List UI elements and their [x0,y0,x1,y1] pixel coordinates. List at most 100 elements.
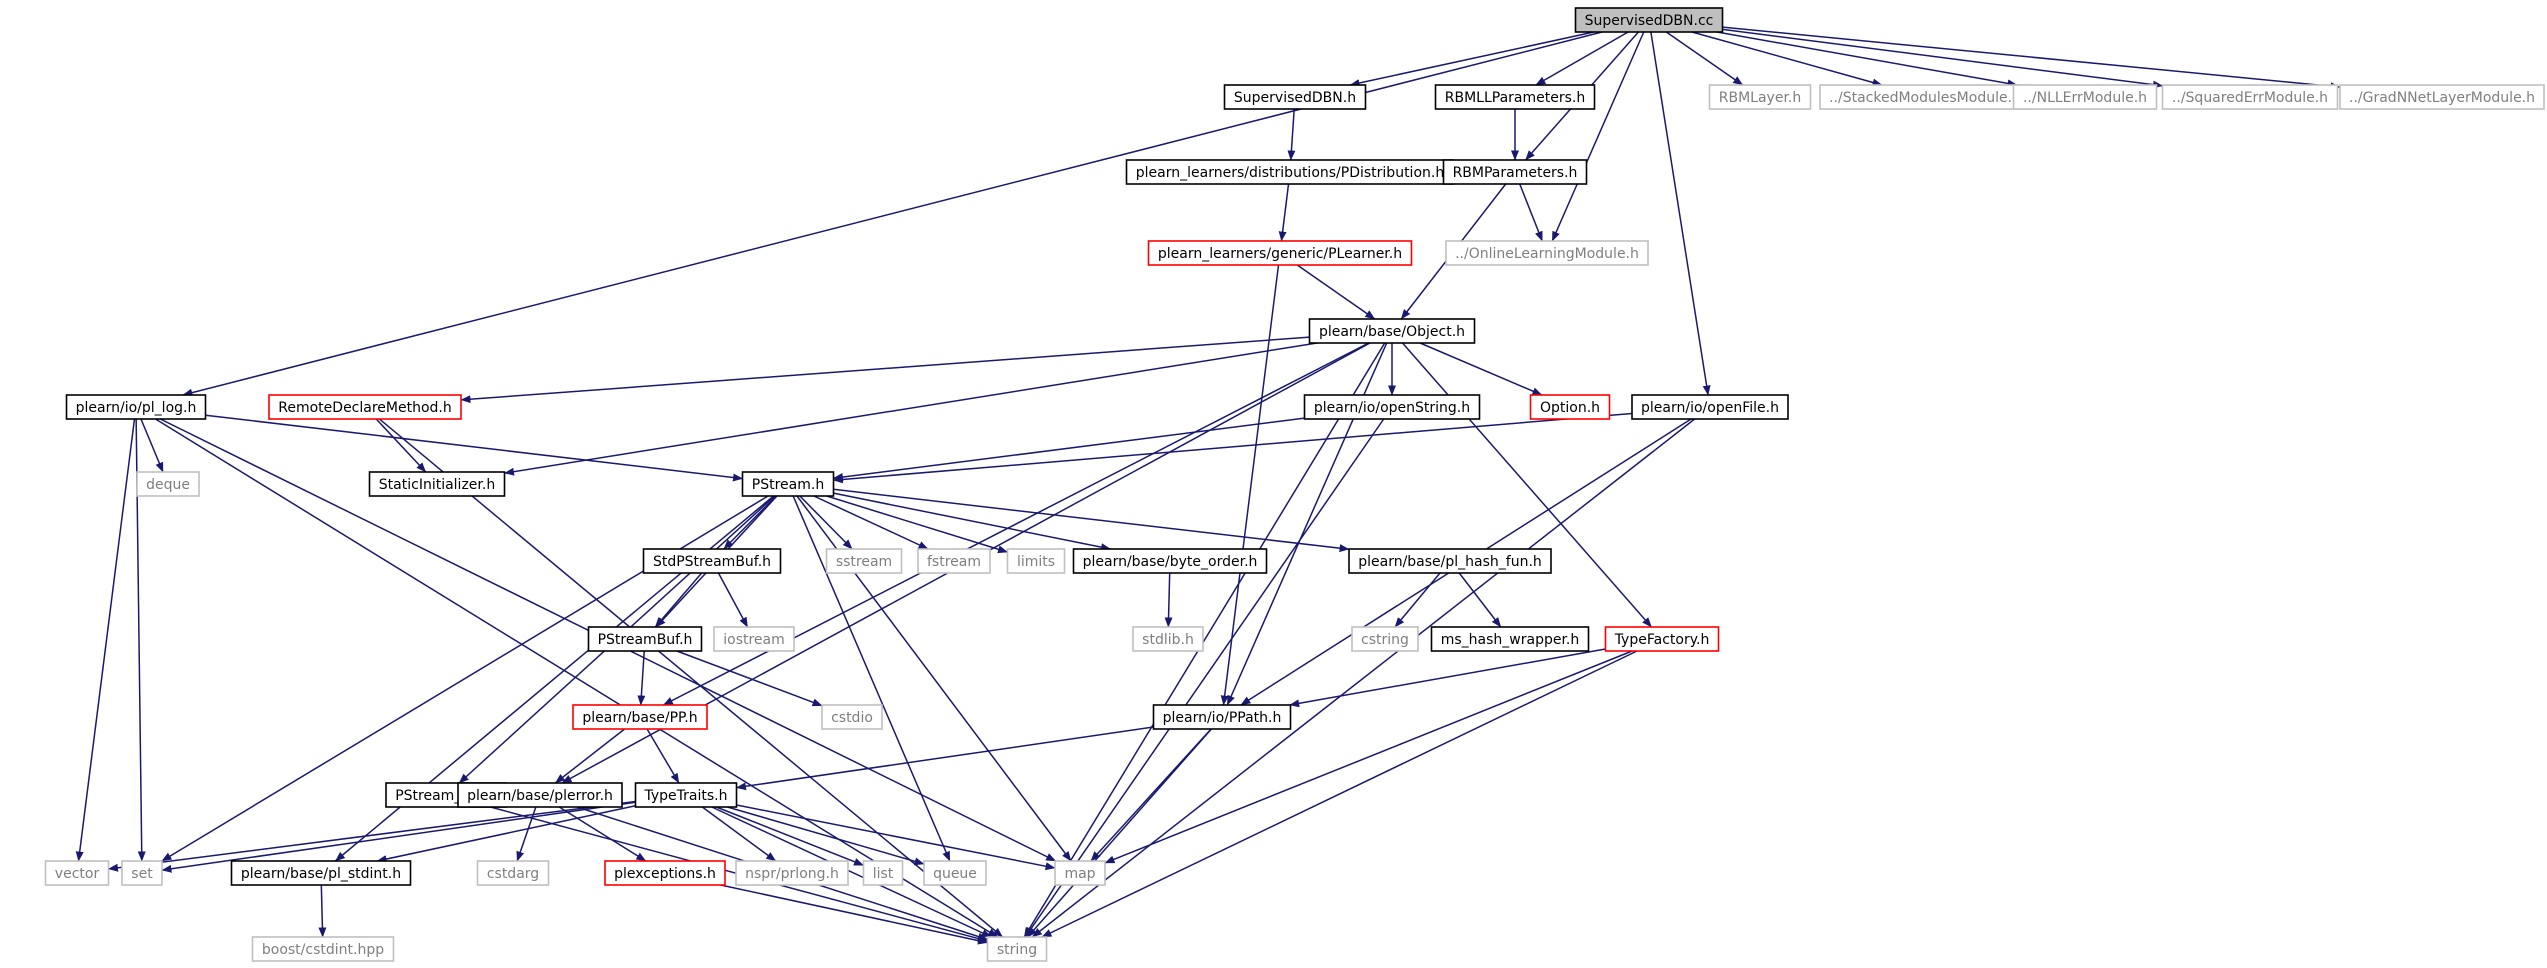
node-label-sqerr: ../SquaredErrModule.h [2172,90,2328,106]
node-box-map [1054,860,1106,886]
node-fstream[interactable]: fstream [917,548,991,574]
node-boost[interactable]: boost/cstdint.hpp [251,936,395,962]
node-pp[interactable]: plearn/base/PP.h [572,704,708,730]
node-openstring[interactable]: plearn/io/openString.h [1303,394,1481,420]
node-cstdio[interactable]: cstdio [821,704,883,730]
node-box-sqerr [2161,84,2339,110]
edge-object-to-ppath [1226,342,1388,706]
edge-plearner-to-ppath [1220,264,1280,706]
node-box-cstdio [821,704,883,730]
node-cstdarg[interactable]: cstdarg [476,860,550,886]
node-rbmll[interactable]: RBMLLParameters.h [1434,84,1596,110]
node-iostream[interactable]: iostream [713,626,795,652]
edge-plerror-to-cstdarg [516,806,537,862]
node-plexceptions[interactable]: plexceptions.h [604,860,726,886]
node-label-deque: deque [146,477,190,493]
node-box-rbmlayer [1708,84,1812,110]
node-string[interactable]: string [986,936,1048,962]
node-rbmlayer[interactable]: RBMLayer.h [1708,84,1812,110]
node-remote[interactable]: RemoteDeclareMethod.h [268,394,462,420]
node-ppath[interactable]: plearn/io/PPath.h [1152,704,1292,730]
node-mshash[interactable]: ms_hash_wrapper.h [1430,626,1590,652]
node-hashfun[interactable]: plearn/base/pl_hash_fun.h [1348,548,1552,574]
node-label-map: map [1064,866,1095,882]
node-box-plexceptions [604,860,726,886]
node-box-pllog [65,394,207,420]
node-box-root [1574,7,1724,33]
node-label-limits: limits [1017,554,1055,570]
node-typetraits[interactable]: TypeTraits.h [634,782,738,808]
node-label-openfile: plearn/io/openFile.h [1641,400,1779,416]
node-option[interactable]: Option.h [1529,394,1611,420]
node-sqerr[interactable]: ../SquaredErrModule.h [2161,84,2339,110]
edge-object-to-option [1419,342,1543,396]
node-pdist[interactable]: plearn_learners/distributions/PDistribut… [1125,159,1455,185]
node-vector[interactable]: vector [44,860,110,886]
edge-typetraits-to-plstdint [376,805,636,863]
node-set[interactable]: set [121,860,163,886]
node-gradnn[interactable]: ../GradNNetLayerModule.h [2339,84,2545,110]
node-box-cstdarg [476,860,550,886]
node-staticinit[interactable]: StaticInitializer.h [368,471,506,497]
node-box-cstring [1351,626,1419,652]
edge-pdist-to-plearner [1278,183,1290,242]
edge-root-to-pllog [182,31,1603,397]
node-plstdint[interactable]: plearn/base/pl_stdint.h [230,860,412,886]
node-queue[interactable]: queue [923,860,987,886]
node-typefactory[interactable]: TypeFactory.h [1604,626,1720,652]
node-pllog[interactable]: plearn/io/pl_log.h [65,394,207,420]
node-label-iostream: iostream [723,632,785,648]
edge-pp-to-typetraits [646,728,680,784]
edge-object-to-string [1023,342,1386,938]
node-openfile[interactable]: plearn/io/openFile.h [1631,394,1789,420]
edge-plexceptions-to-string [720,884,988,945]
edge-pstream-to-queue [792,495,951,862]
node-online[interactable]: ../OnlineLearningModule.h [1445,240,1649,266]
node-box-openfile [1631,394,1789,420]
node-label-plstdint: plearn/base/pl_stdint.h [241,866,401,882]
node-plearner[interactable]: plearn_learners/generic/PLearner.h [1147,240,1413,266]
node-label-pstream: PStream.h [752,477,824,493]
node-label-rbmll: RBMLLParameters.h [1445,90,1585,106]
node-label-stacked: ../StackedModulesModule.h [1829,90,2021,106]
edge-sdbn_h-to-pdist [1287,108,1296,161]
edge-openstring-to-pstream [833,417,1305,481]
node-label-staticinit: StaticInitializer.h [379,477,495,493]
node-label-pp: plearn/base/PP.h [582,710,697,726]
node-psb[interactable]: PStreamBuf.h [587,626,703,652]
node-label-typetraits: TypeTraits.h [644,788,728,804]
node-sstream[interactable]: sstream [825,548,903,574]
node-map[interactable]: map [1054,860,1106,886]
node-root[interactable]: SupervisedDBN.cc [1574,7,1724,33]
node-object[interactable]: plearn/base/Object.h [1308,318,1476,344]
node-deque[interactable]: deque [136,471,200,497]
node-stacked[interactable]: ../StackedModulesModule.h [1819,84,2031,110]
node-label-vector: vector [55,866,100,882]
node-rbmparams[interactable]: RBMParameters.h [1442,159,1588,185]
node-nllerr[interactable]: ../NLLErrModule.h [2012,84,2158,110]
node-limits[interactable]: limits [1006,548,1066,574]
node-pstream[interactable]: PStream.h [741,471,835,497]
node-box-gradnn [2339,84,2545,110]
node-cstring[interactable]: cstring [1351,626,1419,652]
node-list[interactable]: list [862,860,904,886]
node-nsprprlong[interactable]: nspr/prlong.h [735,860,849,886]
edge-typetraits-to-map [736,804,1056,871]
edge-stdpsb-to-psb [654,572,703,628]
node-label-object: plearn/base/Object.h [1319,324,1465,340]
node-byteorder[interactable]: plearn/base/byte_order.h [1072,548,1268,574]
edge-hashfun-to-cstring [1394,572,1441,628]
node-plerror[interactable]: plearn/base/plerror.h [457,782,623,808]
node-stdlib[interactable]: stdlib.h [1132,626,1204,652]
node-label-gradnn: ../GradNNetLayerModule.h [2349,90,2535,106]
node-box-rbmll [1434,84,1596,110]
node-label-openstring: plearn/io/openString.h [1314,400,1470,416]
edge-pllog-to-pstream [205,414,743,482]
node-stdpsb[interactable]: StdPStreamBuf.h [642,548,782,574]
node-box-byteorder [1072,548,1268,574]
node-label-online: ../OnlineLearningModule.h [1455,246,1639,262]
node-box-object [1308,318,1476,344]
node-label-psb: PStreamBuf.h [598,632,693,648]
node-sdbn_h[interactable]: SupervisedDBN.h [1223,84,1367,110]
edge-typetraits-to-nsprprlong [701,806,777,862]
